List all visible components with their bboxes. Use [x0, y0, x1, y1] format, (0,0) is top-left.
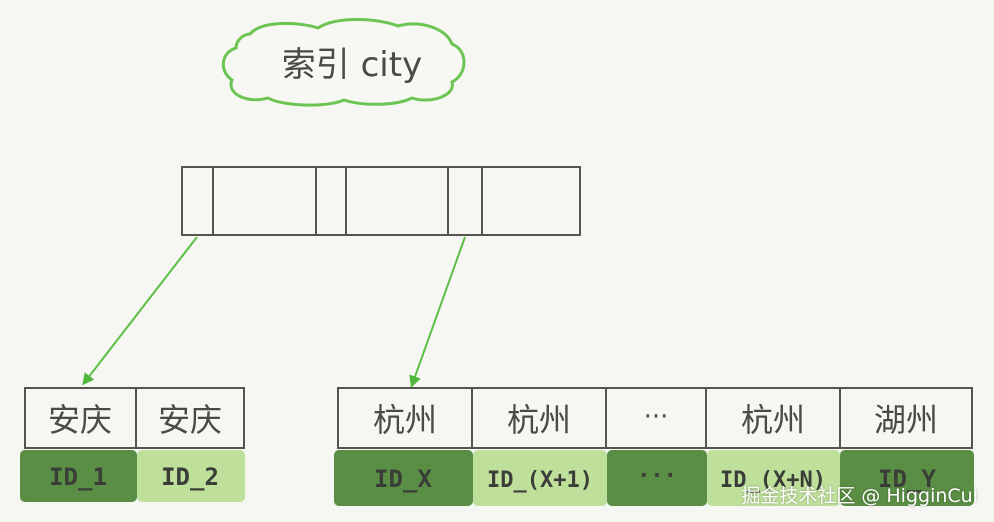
right-leaf-box [337, 387, 973, 449]
left-leaf-id-cell [137, 450, 245, 502]
right-leaf-city: 杭州 [741, 401, 805, 439]
left-leaf-box [24, 387, 245, 449]
left-leaf-id: ID_2 [161, 463, 219, 491]
right-leaf-city: 杭州 [373, 401, 437, 439]
right-leaf-city: 杭州 [507, 401, 571, 439]
watermark: 掘金技术社区 @ HigginCui [741, 485, 978, 507]
title-cloud: 索引 city [221, 18, 466, 107]
left-leaf-id: ID_1 [49, 463, 107, 491]
index-title: 索引 city [282, 45, 422, 85]
right-leaf-ellipsis: ··· [644, 402, 669, 432]
right-leaf-id-cell [334, 450, 473, 506]
pointer-arrow-right [409, 236, 466, 388]
left-leaf-id-cell [20, 450, 137, 502]
right-leaf-id: ID_X [374, 465, 432, 493]
left-leaf-city: 安庆 [48, 401, 112, 439]
right-leaf-id-cell [840, 450, 974, 506]
right-leaf-id: ID_Y [878, 465, 936, 493]
cloud-outline [221, 18, 466, 107]
right-leaf-node: 杭州 杭州 ··· 杭州 湖州 ID_X ID_(X+1) ··· ID_(X+… [334, 387, 974, 506]
right-leaf-ellipsis: ··· [637, 464, 677, 489]
right-leaf-city: 湖州 [874, 401, 938, 439]
right-leaf-id: ID_(X+1) [487, 468, 593, 493]
right-leaf-id: ID_(X+N) [720, 468, 826, 493]
left-leaf-node: 安庆 安庆 ID_1 ID_2 [20, 387, 245, 502]
root-node [181, 166, 581, 236]
right-leaf-id-cell [607, 450, 707, 506]
right-leaf-id-cell [707, 450, 840, 506]
pointer-arrow-left [82, 236, 198, 386]
right-leaf-id-cell [473, 450, 607, 506]
root-node-box [181, 166, 581, 236]
left-leaf-city: 安庆 [158, 401, 222, 439]
